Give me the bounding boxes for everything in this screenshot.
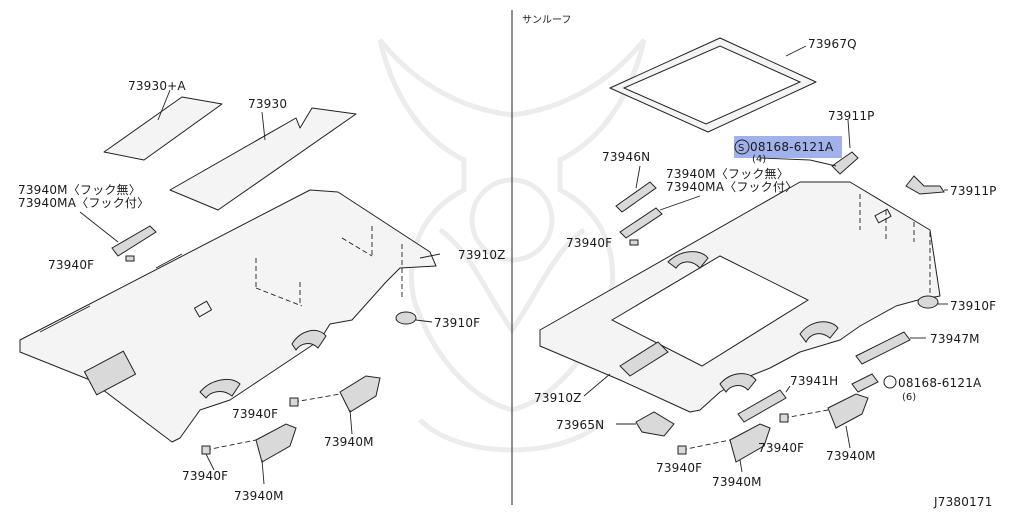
label-08168-bottom-qty: (6): [902, 392, 916, 403]
section-title: サンルーフ: [522, 14, 571, 26]
part-73940M-handle-right-top[interactable]: [619, 195, 701, 246]
label-73940F-left-a[interactable]: 73940F: [48, 258, 94, 272]
label-73940M-left-b[interactable]: 73940M: [234, 489, 284, 503]
part-73910Z-headliner-right[interactable]: [539, 181, 941, 413]
label-08168-top[interactable]: 08168-6121A: [750, 140, 834, 154]
label-08168-top-qty: (4): [752, 154, 766, 165]
part-73910Z-headliner-left[interactable]: [19, 189, 437, 443]
label-73946N[interactable]: 73946N: [602, 150, 650, 164]
label-73940M-hook-none-left[interactable]: 73940M〈フック無〉: [18, 182, 141, 197]
label-73940F-right-a[interactable]: 73940F: [566, 236, 612, 250]
part-73910F-clip-left[interactable]: [395, 311, 433, 325]
label-73940F-right-c[interactable]: 73940F: [656, 461, 702, 475]
label-73911P-top[interactable]: 73911P: [828, 109, 875, 123]
label-08168-bottom[interactable]: 08168-6121A: [898, 376, 982, 390]
label-73940F-right-b[interactable]: 73940F: [758, 441, 804, 455]
part-73941H-trim[interactable]: [737, 385, 791, 423]
label-73930[interactable]: 73930: [248, 97, 287, 111]
label-73941H[interactable]: 73941H: [790, 374, 838, 388]
label-73940F-left-b[interactable]: 73940F: [232, 407, 278, 421]
part-73911P-clip-right[interactable]: [905, 175, 948, 195]
part-73965N-bracket[interactable]: [616, 411, 675, 437]
label-73911P-right[interactable]: 73911P: [950, 184, 997, 198]
label-73940MA-hook-left[interactable]: 73940MA〈フック付〉: [18, 196, 149, 210]
part-73930A-pad[interactable]: [103, 96, 223, 161]
label-73940MA-hook-right[interactable]: 73940MA〈フック付〉: [666, 180, 797, 194]
label-73947M[interactable]: 73947M: [930, 332, 980, 346]
part-08168-bolt-bottom[interactable]: [851, 373, 897, 393]
part-73940M-handle-right-mid[interactable]: [779, 393, 869, 449]
label-73930A[interactable]: 73930+A: [128, 79, 186, 93]
part-73946N-hook-right[interactable]: [615, 165, 657, 213]
part-73940M-handle-left-top[interactable]: [79, 211, 157, 262]
part-73940M-handle-right-low[interactable]: [677, 423, 771, 473]
label-73940M-hook-none-right[interactable]: 73940M〈フック無〉: [666, 166, 789, 181]
part-73910F-clip-right[interactable]: [917, 295, 948, 309]
label-73940M-right-a[interactable]: 73940M: [826, 449, 876, 463]
part-73947M-bracket[interactable]: [855, 331, 926, 365]
part-73940M-handle-left-low[interactable]: [201, 423, 297, 485]
label-73967Q[interactable]: 73967Q: [808, 37, 857, 51]
part-73930-pad[interactable]: [169, 107, 357, 211]
label-73910Z-left[interactable]: 73910Z: [458, 248, 506, 262]
label-73965N[interactable]: 73965N: [556, 418, 604, 432]
label-73910F-left[interactable]: 73910F: [434, 316, 480, 330]
drawing-number: J7380171: [933, 495, 993, 509]
part-08168-bolt-top[interactable]: [734, 119, 859, 175]
bolt-symbol-top: S: [738, 143, 744, 154]
part-73940M-handle-left-mid[interactable]: [289, 375, 381, 435]
label-73940M-left-a[interactable]: 73940M: [324, 435, 374, 449]
part-73967Q-sunroof-seal[interactable]: [609, 37, 817, 133]
label-73940F-left-c[interactable]: 73940F: [182, 469, 228, 483]
label-73940M-right-b[interactable]: 73940M: [712, 475, 762, 489]
label-73910Z-right[interactable]: 73910Z: [534, 391, 582, 405]
label-73910F-right[interactable]: 73910F: [950, 299, 996, 313]
